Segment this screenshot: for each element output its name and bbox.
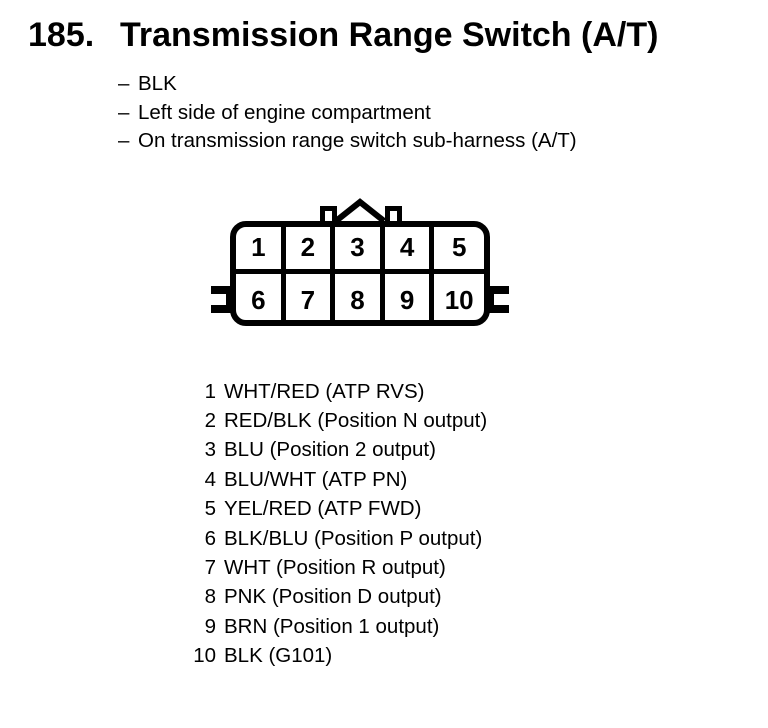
connector-ear-notch-right	[494, 294, 509, 305]
note-line: – Left side of engine compartment	[118, 99, 577, 128]
pin-number: 7	[204, 556, 216, 580]
pin-description: BLK (G101)	[224, 644, 333, 668]
pin-legend-row: 2 RED/BLK (Position N output)	[190, 406, 488, 435]
section-number: 185.	[28, 16, 95, 54]
pin-number: 5	[204, 497, 216, 521]
connector-pin-grid: 1 2 3 4 5 6 7 8 9 10	[236, 227, 484, 320]
connector-pin-3: 3	[335, 227, 385, 274]
connector-body	[230, 221, 490, 326]
pin-description: RED/BLK (Position N output)	[224, 409, 488, 433]
page-title: Transmission Range Switch (A/T)	[120, 16, 659, 54]
connector-pin-7: 7	[286, 273, 336, 320]
pin-description: PNK (Position D output)	[224, 585, 442, 609]
connector-pin-2: 2	[285, 227, 336, 274]
connector-pin-1: 1	[236, 227, 286, 274]
pin-legend: 1 WHT/RED (ATP RVS) 2 RED/BLK (Position …	[190, 377, 487, 671]
connector-pin-5: 5	[434, 227, 484, 274]
pin-legend-row: 7 WHT (Position R output)	[190, 553, 487, 582]
pin-description: WHT/RED (ATP RVS)	[224, 379, 425, 403]
pin-legend-row: 3 BLU (Position 2 output)	[190, 436, 487, 465]
connector-latch-tab-right	[385, 206, 402, 222]
pin-number: 1	[204, 379, 216, 403]
pin-number: 8	[204, 585, 216, 609]
pin-legend-row: 10 BLK (G101)	[190, 642, 487, 671]
pin-description: BLU (Position 2 output)	[224, 438, 436, 462]
connector-pin-9: 9	[385, 273, 435, 320]
note-line: – On transmission range switch sub-harne…	[118, 127, 577, 156]
pin-number: 10	[193, 644, 216, 668]
pin-legend-row: 6 BLK/BLU (Position P output)	[190, 524, 487, 553]
dash-bullet: –	[118, 129, 130, 152]
pin-description: BRN (Position 1 output)	[224, 614, 440, 638]
pin-legend-row: 5 YEL/RED (ATP FWD)	[190, 495, 487, 524]
connector-ear-right	[484, 286, 509, 313]
pin-description: BLU/WHT (ATP PN)	[224, 467, 408, 491]
pin-number: 6	[204, 526, 216, 550]
section-heading: 185. Transmission Range Switch (A/T)	[28, 15, 658, 56]
connector-pin-8: 8	[335, 273, 385, 320]
pin-number: 4	[204, 467, 216, 491]
connector-latch-tab-left	[320, 206, 337, 222]
note-text-location: Left side of engine compartment	[138, 100, 431, 124]
connector-pin-4: 4	[384, 227, 435, 274]
connector-pin-10: 10	[444, 285, 474, 316]
pin-legend-row: 9 BRN (Position 1 output)	[190, 612, 487, 641]
pin-description: BLK/BLU (Position P output)	[224, 526, 483, 550]
connector-latch-peak-icon	[334, 198, 386, 224]
connector-pin-6: 6	[236, 273, 286, 320]
pin-legend-row: 8 PNK (Position D output)	[190, 583, 487, 612]
location-notes: – BLK – Left side of engine compartment …	[118, 70, 577, 156]
note-text-color: BLK	[138, 72, 177, 95]
note-line: – BLK	[118, 70, 577, 99]
pin-legend-row: 4 BLU/WHT (ATP PN)	[190, 465, 487, 494]
pin-description: WHT (Position R output)	[224, 556, 446, 580]
pin-number: 2	[204, 409, 216, 433]
note-text-harness: On transmission range switch sub-harness…	[138, 129, 577, 152]
connector-ear-notch-left	[211, 294, 226, 305]
pin-description: YEL/RED (ATP FWD)	[224, 497, 422, 521]
pin-legend-row: 1 WHT/RED (ATP RVS)	[190, 377, 487, 406]
dash-bullet: –	[118, 72, 130, 95]
connector-ear-left	[211, 286, 236, 313]
dash-bullet: –	[118, 100, 130, 124]
pin-number: 3	[204, 438, 216, 462]
pin-number: 9	[204, 614, 216, 638]
